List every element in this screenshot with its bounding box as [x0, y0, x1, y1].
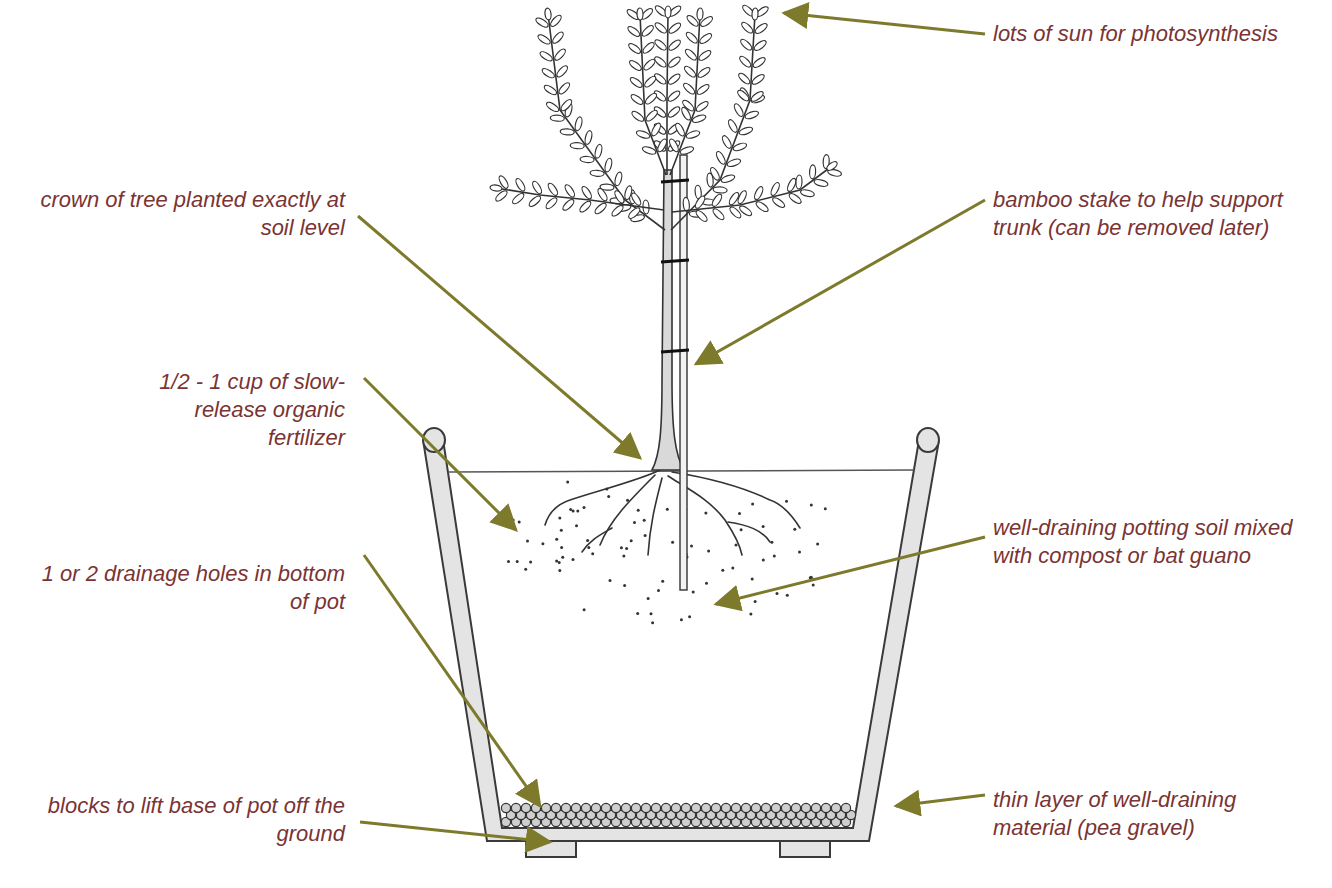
leader-lines — [358, 13, 985, 842]
fertilizer-dots — [506, 480, 827, 624]
callout-label: lots of sun for photosynthesis — [993, 20, 1293, 48]
lift-block — [780, 841, 830, 857]
stake-ties — [661, 180, 689, 352]
trunk — [652, 170, 684, 470]
pot-rim — [917, 428, 939, 452]
callout-label: 1 or 2 drainage holes in bottom of pot — [40, 560, 345, 616]
callout-label: blocks to lift base of pot off the groun… — [40, 792, 345, 848]
callout-label: bamboo stake to help support trunk (can … — [993, 186, 1323, 242]
callout-label: 1/2 - 1 cup of slow-release organic fert… — [130, 368, 345, 452]
lift-block — [526, 841, 576, 857]
callout-label: thin layer of well-draining material (pe… — [993, 786, 1253, 842]
branches — [490, 4, 842, 230]
callout-label: well-draining potting soil mixed with co… — [993, 514, 1313, 570]
pea-gravel — [501, 803, 855, 826]
roots — [545, 470, 800, 555]
callout-label: crown of tree planted exactly at soil le… — [20, 186, 345, 242]
